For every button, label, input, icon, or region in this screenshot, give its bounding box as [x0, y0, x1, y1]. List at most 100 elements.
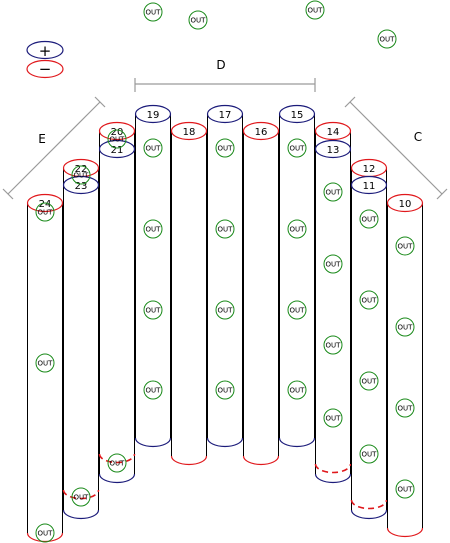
column-14-second-electrode [314, 139, 352, 159]
column-12-outlet-2 [359, 371, 379, 391]
bracket-c-top-tick [344, 96, 356, 108]
top-outlet-label-3: OUT [380, 36, 396, 44]
column-20-outlet-label-0: OUT [110, 136, 126, 144]
column-23-label: 23 [75, 181, 88, 192]
column-19-outlet-label-3: OUT [146, 387, 162, 395]
column-19-outlet-label-0: OUT [146, 145, 162, 153]
bracket-e-line [7, 101, 101, 195]
column-14-dashed-electrode [314, 463, 352, 474]
column-14-outlet-label-3: OUT [326, 415, 342, 423]
top-outlet-label-1: OUT [191, 17, 207, 25]
column-14-outlet-label-2: OUT [326, 342, 342, 350]
column-22-bottom-electrode [62, 509, 100, 520]
column-17-outlet-label-3: OUT [218, 387, 234, 395]
column-22-label: 22 [75, 164, 88, 175]
column-20-outlet-label-1: OUT [110, 460, 126, 468]
column-17-outlet-2 [215, 300, 235, 320]
column-12-label: 12 [363, 164, 376, 175]
column-17-outlet-1 [215, 219, 235, 239]
column-10-outlet-0 [395, 236, 415, 256]
column-10-outlet-label-3: OUT [398, 486, 414, 494]
column-17-outlet-0 [215, 138, 235, 158]
column-17-label: 17 [219, 110, 232, 121]
column-12-outlet-label-1: OUT [362, 297, 378, 305]
segment-label-c: C [414, 130, 422, 144]
top-outlet-0 [143, 2, 163, 22]
column-18-label: 18 [183, 127, 196, 138]
column-11-label: 11 [363, 181, 376, 192]
column-12-outlet-0 [359, 209, 379, 229]
legend-negative-symbol: − [39, 60, 52, 78]
column-10-outlet-label-2: OUT [398, 405, 414, 413]
column-15-outlet-label-0: OUT [290, 145, 306, 153]
column-14-top-electrode [314, 121, 352, 141]
column-17-outlet-label-2: OUT [218, 307, 234, 315]
column-22-second-electrode [62, 175, 100, 195]
column-19-outlet-1 [143, 219, 163, 239]
column-20-label: 20 [111, 127, 124, 138]
top-outlet-label-0: OUT [146, 9, 162, 17]
column-10-outlet-2 [395, 398, 415, 418]
column-20-top-electrode [98, 121, 136, 141]
column-17-outlet-3 [215, 380, 235, 400]
column-19-outlet-label-1: OUT [146, 226, 162, 234]
column-15-outlet-label-2: OUT [290, 307, 306, 315]
column-16-label: 16 [255, 127, 268, 138]
bracket-c-bottom-tick [436, 188, 448, 200]
top-outlet-1 [188, 10, 208, 30]
column-12-dashed-electrode [350, 499, 388, 510]
column-14-outlet-2 [323, 335, 343, 355]
column-24-outlet-1 [35, 353, 55, 373]
column-15-outlet-2 [287, 300, 307, 320]
column-20-bottom-electrode [98, 473, 136, 484]
column-12-outlet-1 [359, 290, 379, 310]
column-24-outlet-label-0: OUT [38, 209, 54, 217]
column-22-outlet-0 [71, 165, 91, 185]
column-19-outlet-label-2: OUT [146, 307, 162, 315]
bracket-c-line [349, 101, 443, 195]
column-10-outlet-3 [395, 479, 415, 499]
column-19-outlet-3 [143, 380, 163, 400]
column-12-outlet-3 [359, 444, 379, 464]
column-15-top-electrode [278, 104, 316, 124]
column-14-bottom-electrode [314, 473, 352, 484]
column-10-label: 10 [399, 199, 412, 210]
segment-label-e: E [38, 132, 46, 146]
column-17-bottom-electrode [206, 437, 244, 448]
column-20-outlet-0 [107, 129, 127, 149]
column-12-outlet-label-0: OUT [362, 216, 378, 224]
legend-positive-electrode [26, 40, 64, 60]
column-15-outlet-0 [287, 138, 307, 158]
column-17-outlet-label-0: OUT [218, 145, 234, 153]
column-18-bottom-electrode [170, 455, 208, 466]
column-24-outlet-label-2: OUT [38, 530, 54, 538]
column-14-outlet-3 [323, 408, 343, 428]
column-24-outlet-0 [35, 202, 55, 222]
column-15-bottom-electrode [278, 437, 316, 448]
column-18-top-electrode [170, 121, 208, 141]
column-16-top-electrode [242, 121, 280, 141]
legend-positive-symbol: + [39, 42, 52, 60]
top-outlet-2 [305, 0, 325, 20]
column-10-outlet-1 [395, 317, 415, 337]
column-12-second-electrode [350, 175, 388, 195]
column-13-label: 13 [327, 145, 340, 156]
column-22-dashed-electrode [62, 489, 100, 500]
column-10-outlet-label-1: OUT [398, 324, 414, 332]
segment-label-d: D [216, 58, 225, 72]
column-19-bottom-electrode [134, 437, 172, 448]
column-17-outlet-label-1: OUT [218, 226, 234, 234]
column-15-outlet-1 [287, 219, 307, 239]
column-19-outlet-2 [143, 300, 163, 320]
column-22-outlet-label-1: OUT [74, 494, 90, 502]
column-19-top-electrode [134, 104, 172, 124]
column-19-outlet-0 [143, 138, 163, 158]
column-12-outlet-label-3: OUT [362, 451, 378, 459]
column-24-outlet-2 [35, 523, 55, 543]
bracket-e-top-tick [94, 96, 106, 108]
column-14-outlet-0 [323, 182, 343, 202]
column-15-outlet-label-3: OUT [290, 387, 306, 395]
legend-negative-electrode [26, 59, 64, 79]
column-15-outlet-label-1: OUT [290, 226, 306, 234]
